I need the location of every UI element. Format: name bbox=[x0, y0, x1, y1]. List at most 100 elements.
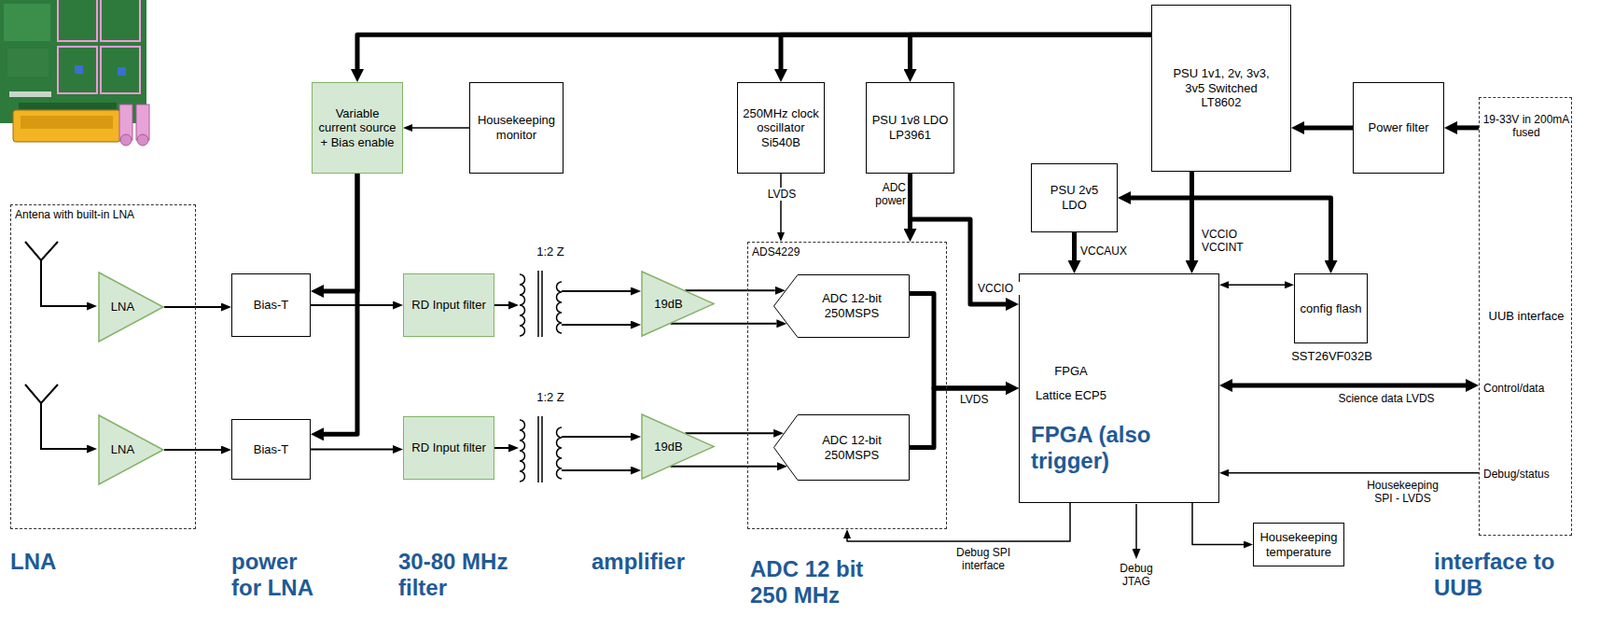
node-text: 19dB bbox=[653, 296, 682, 312]
node-text: Housekeeping temperature bbox=[1258, 529, 1339, 559]
node-text: Variable current source + Bias enable bbox=[317, 106, 398, 151]
connector bbox=[494, 304, 509, 307]
node-text: PSU 2v5 LDO bbox=[1036, 182, 1113, 212]
signal-label: VCCIO bbox=[976, 281, 1020, 295]
connector bbox=[684, 431, 774, 434]
connector bbox=[412, 126, 470, 129]
psu-box: PSU 1v1, 2v, 3v3, 3v5 Switched LT8602 bbox=[1151, 4, 1292, 172]
adc-block: ADC 12-bit 250MSPS bbox=[773, 274, 910, 338]
text-holder: PSU 1v8 LDO LP3961 bbox=[866, 83, 954, 173]
connector bbox=[323, 173, 358, 292]
node-text: ADC 12-bit 250MSPS bbox=[799, 432, 905, 462]
node-text: Control/data bbox=[1483, 381, 1570, 395]
connector bbox=[582, 290, 631, 293]
connector bbox=[1457, 125, 1479, 130]
text-holder: ADC 12-bit 250MSPS bbox=[773, 414, 910, 481]
connector bbox=[909, 388, 1006, 448]
connector bbox=[847, 502, 1071, 542]
sensor-box: Housekeeping temperature bbox=[1252, 522, 1345, 567]
amplifier-triangle: 19dB bbox=[640, 270, 715, 337]
transformer-winding bbox=[519, 416, 583, 483]
node-text: RD Input filter bbox=[411, 440, 486, 456]
node-text: 250MHz clock oscillator Si540B bbox=[742, 106, 820, 151]
text-holder: Bias-T bbox=[232, 274, 310, 336]
node-text: Power filter bbox=[1367, 120, 1429, 136]
connector bbox=[323, 173, 358, 434]
node-text: PSU 1v1, 2v, 3v3, 3v5 Switched LT8602 bbox=[1167, 66, 1276, 111]
connector bbox=[1071, 232, 1077, 261]
adc-outline bbox=[774, 275, 910, 338]
fpga-box: FPGALattice ECP5FPGA (also trigger) bbox=[1018, 273, 1220, 503]
text-holder: Power filter bbox=[1353, 83, 1444, 173]
connector bbox=[310, 448, 393, 451]
node-text: 19dB bbox=[653, 439, 682, 455]
text-holder: ADC 12-bit 250MSPS bbox=[773, 274, 910, 338]
text-holder: PSU 2v5 LDO bbox=[1031, 164, 1117, 232]
connector bbox=[684, 289, 775, 292]
node-text: 19-33V in 200mA fused bbox=[1481, 112, 1572, 140]
connector bbox=[582, 435, 631, 438]
annotation-text: interface to UUB bbox=[1433, 548, 1584, 600]
connector bbox=[1130, 197, 1332, 261]
connector bbox=[780, 34, 1152, 70]
text-holder: 250MHz clock oscillator Si540B bbox=[737, 83, 824, 173]
node-text: LNA bbox=[111, 442, 135, 458]
filter-box: RD Input filter bbox=[403, 273, 495, 337]
connector bbox=[909, 292, 1006, 389]
signal-label: VCCIO VCCINT bbox=[1200, 227, 1261, 255]
text-holder: LNA bbox=[97, 414, 165, 486]
signal-label: VCCAUX bbox=[1079, 244, 1133, 258]
port-label: Debug JTAG bbox=[1110, 561, 1163, 589]
text-holder: RD Input filter bbox=[403, 417, 494, 479]
adc-chip: ADS4229ADC 12-bit 250MSPS ADC 12-bit 250M… bbox=[747, 241, 947, 529]
node-text: Debug/status bbox=[1483, 467, 1570, 481]
signal-label: Housekeeping SPI - LVDS bbox=[1357, 478, 1448, 506]
text-holder: Housekeeping monitor bbox=[470, 83, 563, 173]
connector bbox=[582, 323, 631, 326]
node-text: Housekeeping monitor bbox=[474, 112, 558, 142]
transformer-winding bbox=[519, 270, 583, 337]
triangle-outline bbox=[98, 415, 164, 485]
node-text: RD Input filter bbox=[411, 297, 486, 313]
annotation-text: amplifier bbox=[591, 548, 713, 575]
node-text: ADS4229 bbox=[751, 245, 846, 259]
connector bbox=[357, 34, 1152, 70]
annotation-text: 30-80 MHz filter bbox=[398, 548, 525, 600]
node-text: Antena with built-in LNA bbox=[14, 208, 193, 222]
signal-label: Science data LVDS bbox=[1334, 391, 1439, 405]
leader-arrow bbox=[1135, 503, 1138, 549]
signal-label: Debug SPI interface bbox=[944, 545, 1023, 573]
signal-label: LVDS bbox=[764, 187, 800, 201]
annotation-text: FPGA (also trigger) bbox=[1030, 421, 1218, 474]
uub-interface: 19-33V in 200mA fusedUUB interfaceContro… bbox=[1478, 97, 1573, 536]
connector bbox=[1228, 284, 1285, 287]
connector bbox=[910, 34, 1153, 70]
ldo-box: PSU 2v5 LDO bbox=[1030, 163, 1118, 233]
text-holder: config flash bbox=[1294, 274, 1367, 343]
signal-label: LVDS bbox=[959, 392, 999, 406]
node-text: UUB interface bbox=[1481, 308, 1572, 324]
transformer: 1:2 Z bbox=[518, 389, 583, 484]
adc-outline bbox=[774, 415, 910, 481]
connector bbox=[670, 465, 778, 468]
node-text: Bias-T bbox=[253, 297, 290, 313]
connector bbox=[1192, 502, 1244, 545]
connector bbox=[1189, 171, 1195, 261]
oscillator-box: 250MHz clock oscillator Si540B bbox=[737, 82, 825, 174]
text-holder: 19dB bbox=[640, 270, 715, 337]
node-text: FPGA bbox=[1019, 363, 1123, 379]
connector bbox=[164, 306, 222, 308]
annotation-text: LNA bbox=[10, 548, 85, 575]
annotation-text: ADC 12 bit 250 MHz bbox=[750, 556, 886, 608]
lna-triangle: LNA bbox=[97, 271, 165, 343]
text-holder: LNA bbox=[97, 271, 165, 343]
triangle-outline bbox=[641, 414, 714, 479]
text-holder: RD Input filter bbox=[403, 274, 494, 336]
signal-label: ADC power bbox=[860, 180, 907, 209]
connector bbox=[1232, 383, 1466, 389]
node-text: SST26VF032B bbox=[1283, 348, 1380, 364]
ldo-box: PSU 1v8 LDO LP3961 bbox=[865, 82, 955, 174]
node-text: 1:2 Z bbox=[518, 244, 583, 260]
triangle-outline bbox=[98, 272, 164, 342]
